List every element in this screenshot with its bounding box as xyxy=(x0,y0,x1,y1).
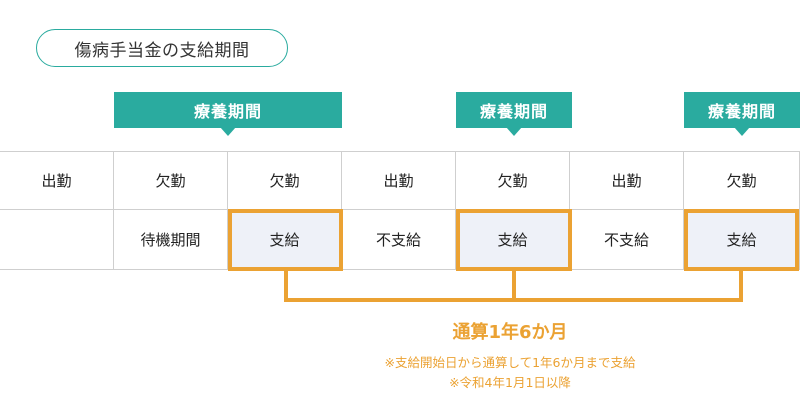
unpaid-cell: 不支給 xyxy=(569,209,684,270)
paid-cell: 支給 xyxy=(455,209,570,270)
attendance-cell: 出勤 xyxy=(0,151,114,210)
attendance-cell: 出勤 xyxy=(569,151,684,210)
absence-cell: 欠勤 xyxy=(683,151,800,210)
bracket-horizontal xyxy=(284,298,743,302)
treatment-period-banner-3: 療養期間 xyxy=(684,92,800,136)
absence-cell: 欠勤 xyxy=(113,151,228,210)
waiting-period-cell: 待機期間 xyxy=(113,209,228,270)
absence-cell: 欠勤 xyxy=(455,151,570,210)
treatment-period-banner-1: 療養期間 xyxy=(114,92,342,136)
bracket-drop-3 xyxy=(739,271,743,301)
paid-cell: 支給 xyxy=(227,209,342,270)
bracket-drop-1 xyxy=(284,271,288,301)
total-period-label: 通算1年6か月 xyxy=(452,322,568,343)
treatment-period-banner-2: 療養期間 xyxy=(456,92,572,136)
bracket-drop-2 xyxy=(512,271,516,301)
effective-date-note: ※令和4年1月1日以降 xyxy=(449,375,571,390)
payment-note: ※支給開始日から通算して1年6か月まで支給 xyxy=(384,355,636,370)
unpaid-cell: 不支給 xyxy=(341,209,456,270)
attendance-cell: 出勤 xyxy=(341,151,456,210)
title-pill: 傷病手当金の支給期間 xyxy=(36,29,288,67)
empty-cell xyxy=(0,209,114,270)
paid-cell: 支給 xyxy=(683,209,800,270)
absence-cell: 欠勤 xyxy=(227,151,342,210)
